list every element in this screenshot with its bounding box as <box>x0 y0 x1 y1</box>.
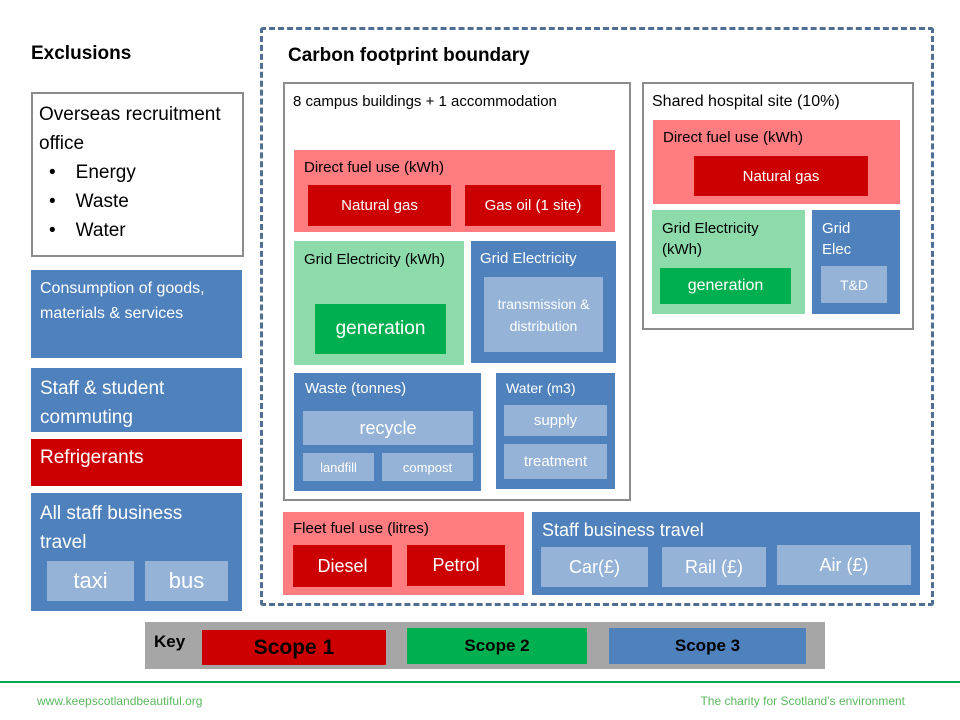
hospital-title: Shared hospital site (10%) <box>652 93 840 110</box>
hospital-grid-td-title: Grid Elec <box>822 220 852 258</box>
campus-grid-generation-title: Grid Electricity (kWh) <box>304 251 445 268</box>
water-treatment: treatment <box>504 444 607 479</box>
key-scope1: Scope 1 <box>202 630 386 665</box>
boundary-title: Carbon footprint boundary <box>288 45 530 66</box>
staff-travel-title: Staff business travel <box>542 520 704 540</box>
footer-divider <box>0 681 960 683</box>
travel-air: Air (£) <box>777 545 911 585</box>
overseas-office-title: Overseas recruitment office <box>39 104 221 154</box>
campus-grid-td-title: Grid Electricity <box>480 250 577 267</box>
footer-tagline: The charity for Scotland’s environment <box>700 694 905 708</box>
taxi-box: taxi <box>47 561 134 601</box>
campus-box <box>283 82 631 501</box>
key-scope2: Scope 2 <box>407 628 587 664</box>
campus-td: transmission & distribution <box>484 277 603 352</box>
fleet-title: Fleet fuel use (litres) <box>293 520 429 537</box>
campus-natural-gas: Natural gas <box>308 185 451 226</box>
list-item: •Water <box>49 220 126 241</box>
campus-generation: generation <box>315 304 446 354</box>
hospital-generation: generation <box>660 268 791 304</box>
exclusions-title: Exclusions <box>31 43 132 64</box>
travel-rail: Rail (£) <box>662 547 766 587</box>
hospital-grid-generation-title: Grid Electricity (kWh) <box>662 220 759 258</box>
key-title: Key <box>154 632 186 651</box>
fleet-diesel: Diesel <box>293 545 392 587</box>
commuting-box: Staff & student commuting <box>31 368 242 432</box>
bus-box: bus <box>145 561 228 601</box>
fleet-petrol: Petrol <box>407 545 505 586</box>
waste-compost: compost <box>382 453 473 481</box>
campus-title: 8 campus buildings + 1 accommodation <box>293 93 557 110</box>
waste-recycle: recycle <box>303 411 473 445</box>
refrigerants-box: Refrigerants <box>31 439 242 486</box>
waste-landfill: landfill <box>303 453 374 481</box>
key-scope3: Scope 3 <box>609 628 806 664</box>
campus-direct-fuel-title: Direct fuel use (kWh) <box>304 159 445 176</box>
hospital-natural-gas: Natural gas <box>694 156 868 196</box>
consumption-box: Consumption of goods, materials & servic… <box>31 270 242 358</box>
list-item: •Energy <box>49 162 136 183</box>
campus-gas-oil: Gas oil (1 site) <box>465 185 601 226</box>
travel-car: Car(£) <box>541 547 648 587</box>
list-item: •Waste <box>49 191 129 212</box>
hospital-box <box>642 82 914 330</box>
campus-water-title: Water (m3) <box>506 380 576 396</box>
overseas-office-box: Overseas recruitment office •Energy •Was… <box>31 92 244 257</box>
footer-url[interactable]: www.keepscotlandbeautiful.org <box>37 694 203 708</box>
water-supply: supply <box>504 405 607 436</box>
campus-waste-title: Waste (tonnes) <box>305 380 407 397</box>
hospital-direct-fuel-title: Direct fuel use (kWh) <box>663 129 804 146</box>
hospital-td: T&D <box>821 266 887 303</box>
carbon-boundary <box>260 27 934 606</box>
